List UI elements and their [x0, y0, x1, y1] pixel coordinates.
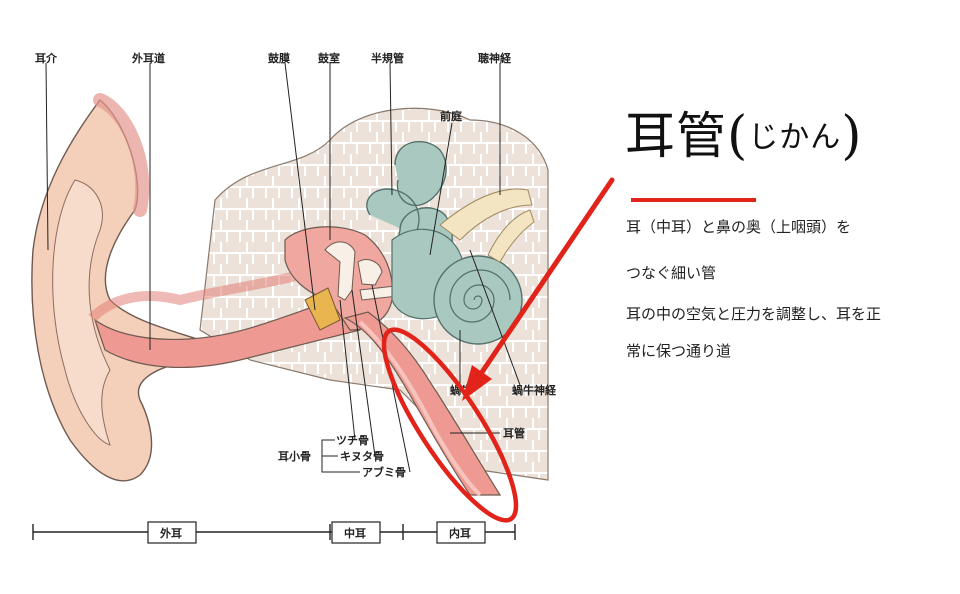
highlight-ellipse [381, 327, 519, 523]
description-line-3: 耳の中の空気と圧力を調整し、耳を正 [626, 305, 882, 323]
label-incus: キヌタ骨 [340, 450, 384, 463]
title-reading: じかん [748, 120, 842, 155]
pinna-fold [52, 179, 111, 446]
description-line-2: つなぐ細い管 [626, 264, 717, 282]
page-title: 耳管(じかん) [625, 96, 863, 168]
segment-box-outer [147, 521, 197, 544]
cochlea-shape [433, 255, 523, 345]
label-semicircular-canals: 半規管 [371, 51, 404, 65]
pointer-arrow [462, 177, 615, 401]
pinna-helix [93, 93, 150, 217]
label-eardrum: 鼓膜 [268, 51, 290, 65]
leader-lines [45, 62, 521, 473]
title-main: 耳管 [625, 107, 727, 165]
description-line-4: 常に保つ通り道 [626, 342, 732, 360]
title-close-paren: ) [841, 106, 863, 166]
cochlear-nerve-shape [487, 209, 535, 263]
label-ear-canal: 外耳道 [131, 51, 165, 65]
label-pinna: 耳介 [35, 51, 58, 65]
label-stapes: アブミ骨 [362, 465, 406, 479]
ear-canal-shape [93, 297, 361, 369]
label-tympanic-cavity: 鼓室 [318, 51, 340, 65]
label-auditory-nerve: 聴神経 [478, 51, 512, 65]
segment-inner-label: 内耳 [449, 526, 471, 540]
segment-middle-label: 中耳 [344, 526, 366, 540]
eustachian-tube-inner [358, 320, 482, 497]
label-malleus: ツチ骨 [336, 434, 369, 447]
title-open-paren: ( [727, 106, 749, 166]
segment-outer-label: 外耳 [159, 526, 182, 540]
title-underline [631, 198, 756, 202]
label-cochlear-nerve: 蝸牛神経 [512, 383, 557, 397]
auditory-nerve-shape [439, 188, 533, 241]
ear-segment-ruler [32, 524, 516, 540]
label-vestibule: 前庭 [440, 109, 462, 123]
ossicles-shape [324, 241, 399, 301]
label-eustachian-tube: 耳管 [503, 426, 525, 440]
segment-box-inner [436, 521, 486, 544]
segment-box-middle [331, 521, 381, 544]
description-line-1: 耳（中耳）と鼻の奥（上咽頭）を [626, 218, 852, 236]
label-ossicles: 耳小骨 [278, 449, 311, 463]
ear-canal-upper-wall [88, 269, 348, 322]
